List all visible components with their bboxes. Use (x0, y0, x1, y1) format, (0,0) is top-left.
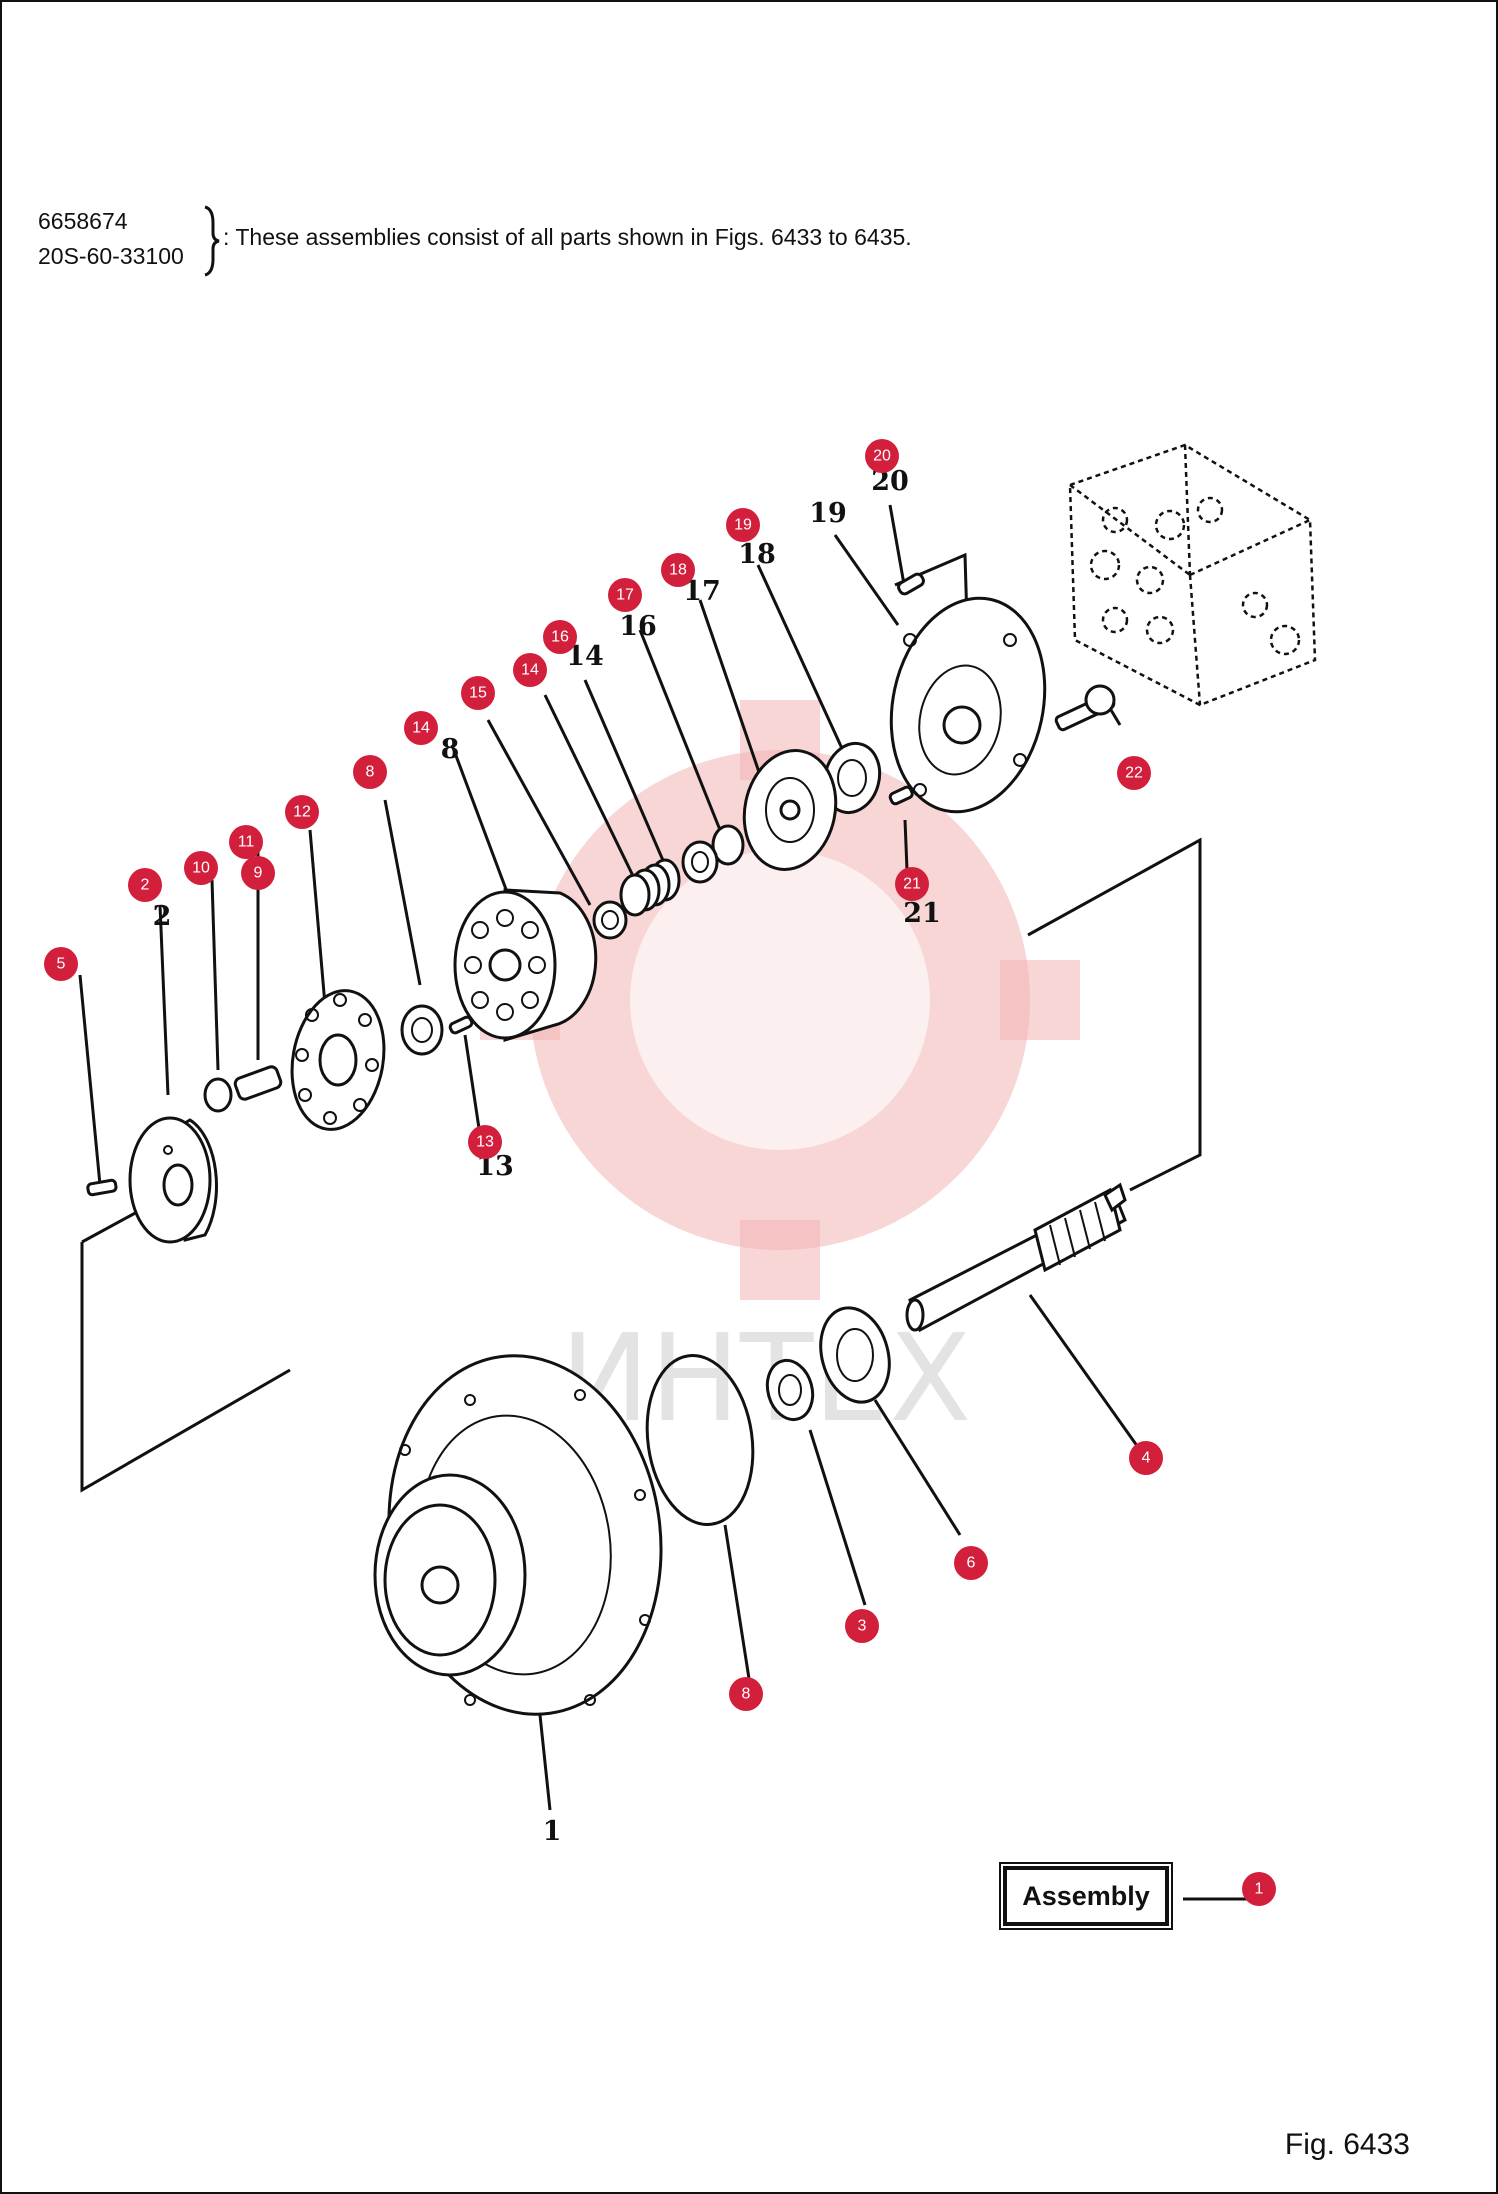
callout-badge-18[interactable]: 18 (661, 553, 695, 587)
drawing-label-19: 19 (809, 498, 847, 529)
assembly-note: : These assemblies consist of all parts … (223, 224, 912, 250)
valve-plate-17 (742, 749, 838, 871)
svg-text:10: 10 (192, 860, 210, 877)
drive-shaft-4 (905, 1182, 1127, 1333)
callout-badge-21[interactable]: 21 (895, 867, 929, 901)
pin-20 (897, 572, 925, 596)
bearing-6 (819, 1306, 891, 1404)
callout-badge-22[interactable]: 22 (1117, 756, 1151, 790)
drawing-part-labels: 20 19 18 17 16 14 8 2 21 13 1 (153, 466, 941, 1847)
drawing-label-21: 21 (903, 898, 941, 929)
callout-badge-17[interactable]: 17 (608, 578, 642, 612)
callout-badge-14a[interactable]: 14 (513, 653, 547, 687)
callout-badge-1[interactable]: 1 (1242, 1872, 1276, 1906)
svg-text:17: 17 (616, 587, 634, 604)
svg-text:21: 21 (903, 876, 921, 893)
svg-text:3: 3 (858, 1618, 867, 1635)
ring-14-upper (681, 840, 719, 884)
callout-badge-15[interactable]: 15 (461, 676, 495, 710)
callout-badge-10[interactable]: 10 (184, 851, 218, 885)
callout-badge-4[interactable]: 4 (1129, 1441, 1163, 1475)
brace-icon (204, 205, 220, 277)
callout-badge-12[interactable]: 12 (285, 795, 319, 829)
callout-badge-8a[interactable]: 8 (353, 755, 387, 789)
callout-badge-16[interactable]: 16 (543, 620, 577, 654)
shoe-10 (203, 1077, 233, 1113)
svg-text:20: 20 (873, 448, 891, 465)
callout-badges: 20 19 18 17 16 14 15 14 8 12 11 9 10 2 5… (44, 439, 1276, 1906)
part-number-1: 6658674 (38, 208, 128, 234)
svg-text:14: 14 (412, 720, 430, 737)
drawing-label-1: 1 (543, 1816, 562, 1847)
callout-badge-13[interactable]: 13 (468, 1125, 502, 1159)
svg-text:15: 15 (469, 685, 487, 702)
svg-text:8: 8 (366, 764, 375, 781)
swash-plate-2 (128, 1116, 218, 1244)
callout-badge-3[interactable]: 3 (845, 1609, 879, 1643)
port-plate-flange (889, 596, 1047, 814)
callout-badge-2[interactable]: 2 (128, 868, 162, 902)
pin-5 (86, 1178, 118, 1197)
svg-text:9: 9 (254, 865, 263, 882)
svg-text:13: 13 (476, 1134, 494, 1151)
svg-text:4: 4 (1142, 1450, 1151, 1467)
spring-15 (619, 858, 681, 917)
ring-16 (711, 824, 745, 866)
svg-text:22: 22 (1125, 765, 1143, 782)
drawing-label-8: 8 (441, 734, 460, 765)
svg-text:19: 19 (734, 517, 752, 534)
svg-text:6: 6 (967, 1555, 976, 1572)
svg-text:18: 18 (669, 562, 687, 579)
piston-9 (233, 1065, 283, 1101)
pin-21 (888, 785, 914, 806)
bolt-22 (1054, 684, 1116, 732)
callout-badge-8b[interactable]: 8 (729, 1677, 763, 1711)
assembly-label-box: Assembly (999, 1862, 1173, 1930)
svg-text:8: 8 (742, 1686, 751, 1703)
callout-badge-5[interactable]: 5 (44, 947, 78, 981)
callout-badge-11[interactable]: 11 (229, 825, 263, 859)
retainer-plate-11 (290, 989, 386, 1131)
svg-text:5: 5 (57, 956, 66, 973)
svg-text:2: 2 (141, 877, 150, 894)
ball-guide-12 (400, 1004, 444, 1056)
motor-housing-1 (373, 1354, 663, 1716)
svg-text:12: 12 (293, 804, 311, 821)
callout-badge-9[interactable]: 9 (241, 856, 275, 890)
valve-block (1068, 443, 1317, 707)
o-ring-8 (645, 1354, 755, 1526)
callout-badge-19[interactable]: 19 (726, 508, 760, 542)
callout-badge-14b[interactable]: 14 (404, 711, 438, 745)
pin-13 (448, 1015, 474, 1035)
washer-14 (592, 900, 628, 940)
oil-seal-3 (765, 1358, 815, 1422)
part-number-2: 20S-60-33100 (38, 243, 184, 269)
svg-text:1: 1 (1255, 1881, 1264, 1898)
figure-label: Fig. 6433 (1284, 2128, 1410, 2161)
svg-text:11: 11 (238, 834, 255, 851)
callout-badge-6[interactable]: 6 (954, 1546, 988, 1580)
drawing-label-16: 16 (619, 611, 657, 642)
svg-text:14: 14 (521, 662, 539, 679)
svg-text:16: 16 (551, 629, 569, 646)
drawing-label-2: 2 (153, 901, 172, 932)
drawing-label-18: 18 (738, 539, 776, 570)
cylinder-block-8 (453, 888, 598, 1043)
callout-badge-20[interactable]: 20 (865, 439, 899, 473)
watermark-text: ИНТЕХ (560, 1310, 971, 1449)
